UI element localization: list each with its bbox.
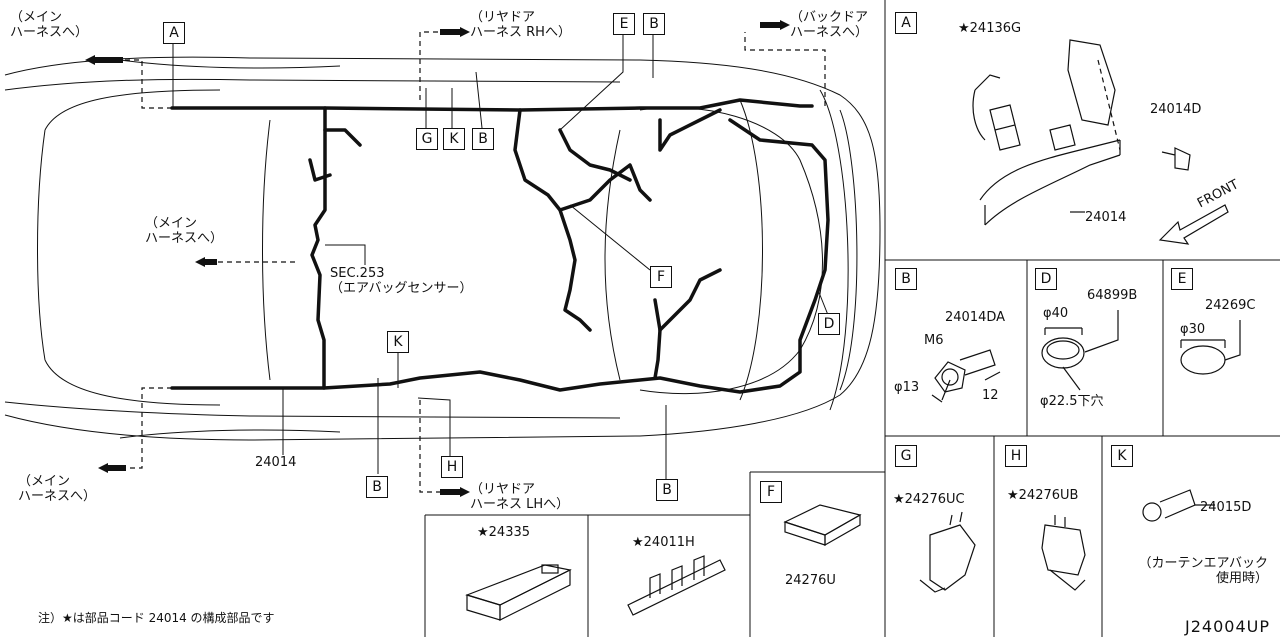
label-box-e[interactable]: E [613, 13, 635, 35]
main-part-number: 24014 [255, 455, 297, 470]
label-box-a[interactable]: A [163, 22, 185, 44]
detail-e-diameter: φ30 [1180, 322, 1206, 337]
note-text: 注）★は部品コード 24014 の構成部品です [38, 611, 275, 625]
detail-d-label: D [1035, 268, 1057, 290]
callout-rear-door-lh: （リヤドア ハーネス LHへ） [470, 482, 570, 512]
label-box-b-mid[interactable]: B [472, 128, 494, 150]
callout-back-door: （バックドア ハーネスへ） [790, 10, 869, 40]
extra-part-1: ★24335 [477, 525, 531, 540]
detail-k-note: （カーテンエアバック 使用時） [1138, 556, 1268, 586]
label-box-g[interactable]: G [416, 128, 438, 150]
detail-k-label: K [1111, 445, 1133, 467]
detail-g-part: ★24276UC [893, 492, 965, 507]
diagram-code: J24004UP [1185, 617, 1270, 636]
harness-wire [170, 98, 830, 394]
detail-d-outer: φ40 [1043, 306, 1069, 321]
callout-sensor-ref: SEC.253 （エアバッグセンサー） [330, 266, 473, 296]
label-box-b-left[interactable]: B [366, 476, 388, 498]
callout-rear-door-rh: （リヤドア ハーネス RHへ） [470, 10, 571, 40]
label-box-h[interactable]: H [441, 456, 463, 478]
detail-h-label: H [1005, 445, 1027, 467]
detail-a-label: A [895, 12, 917, 34]
detail-g-label: G [895, 445, 917, 467]
label-box-f[interactable]: F [650, 266, 672, 288]
callout-main-harness-bottom: （メイン ハーネスへ） [18, 474, 97, 504]
label-box-d[interactable]: D [818, 313, 840, 335]
callout-main-harness-top: （メイン ハーネスへ） [10, 10, 89, 40]
label-box-k-top[interactable]: K [443, 128, 465, 150]
car-outline [4, 56, 881, 441]
detail-e-part: 24269C [1205, 298, 1256, 313]
detail-b-thread: M6 [924, 333, 944, 348]
label-box-k-bottom[interactable]: K [387, 331, 409, 353]
detail-h-part: ★24276UB [1007, 488, 1079, 503]
detail-e-label: E [1171, 268, 1193, 290]
detail-b-label: B [895, 268, 917, 290]
detail-d-part: 64899B [1087, 288, 1138, 303]
detail-b-diameter: φ13 [894, 380, 920, 395]
detail-a-part-2: 24014D [1150, 102, 1202, 117]
label-box-b-right[interactable]: B [656, 479, 678, 501]
detail-a-part-1: ★24136G [958, 21, 1022, 36]
detail-b-length: 12 [982, 388, 999, 403]
detail-f-part: 24276U [785, 573, 836, 588]
callout-main-harness-mid: （メイン ハーネスへ） [145, 216, 224, 246]
detail-f-label: F [760, 481, 782, 503]
detail-b-part: 24014DA [945, 310, 1006, 325]
detail-k-part: 24015D [1200, 500, 1252, 515]
extra-part-2: ★24011H [632, 535, 695, 550]
detail-d-hole: φ22.5下穴 [1040, 394, 1104, 409]
label-box-b-top[interactable]: B [643, 13, 665, 35]
detail-a-part-3: 24014 [1085, 210, 1127, 225]
